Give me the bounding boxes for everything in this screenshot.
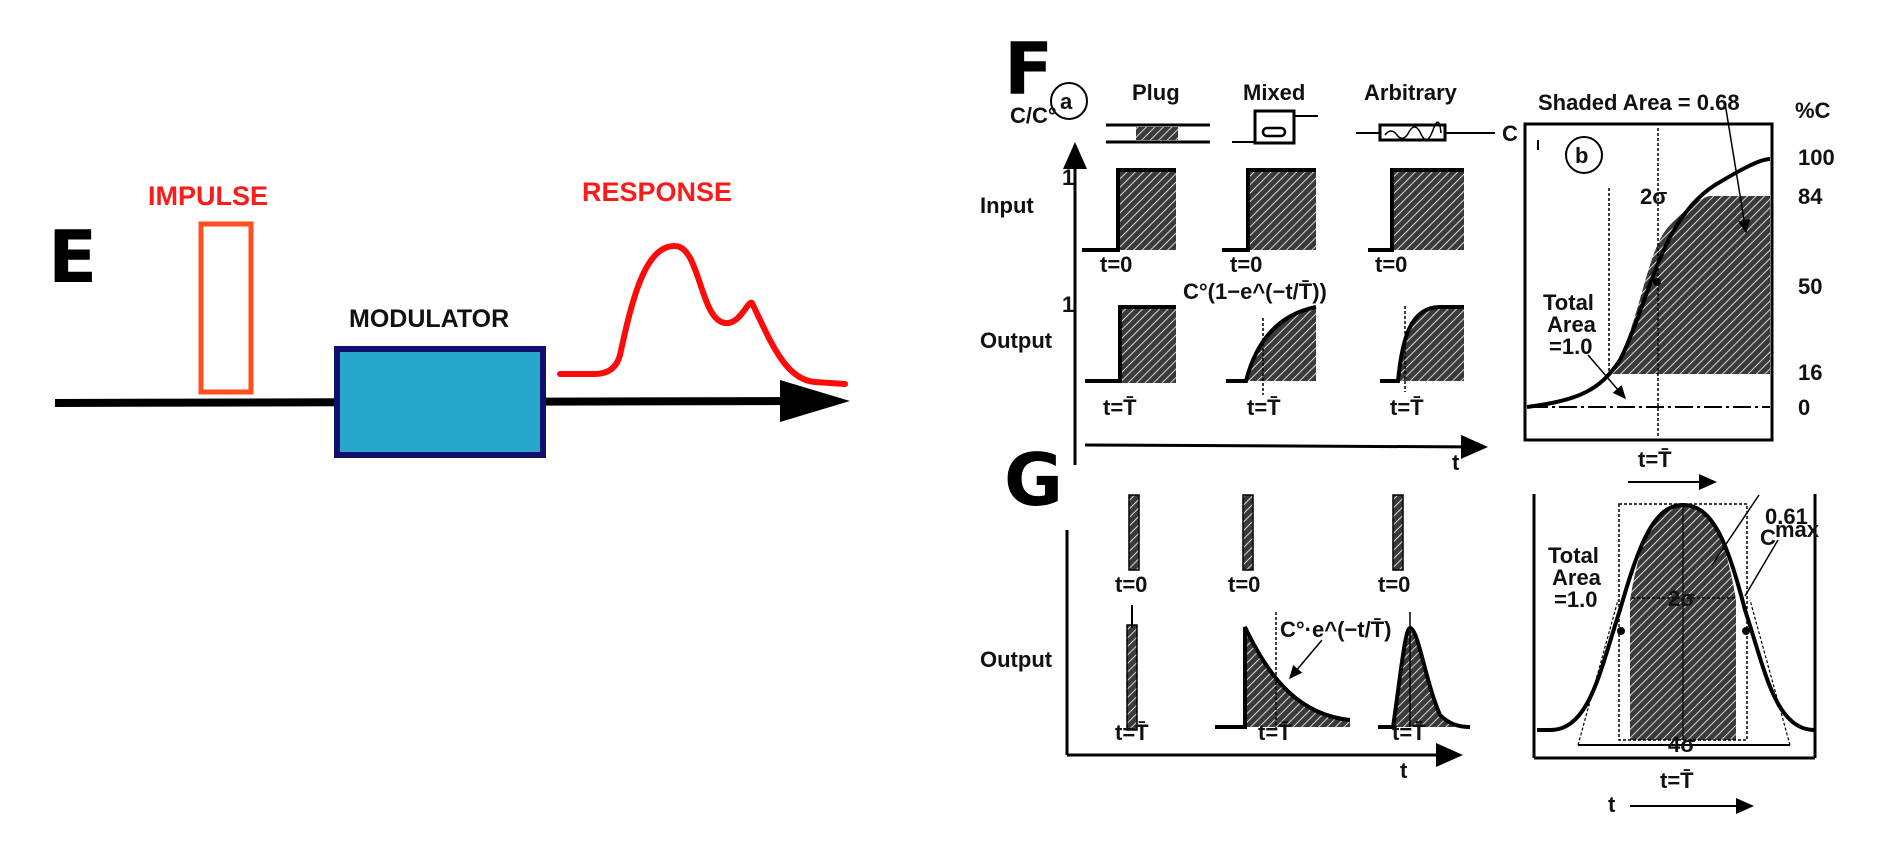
- panel-e-letter: E: [48, 215, 97, 299]
- sub-b-label: b: [1575, 143, 1588, 168]
- total-area-line3-g: =1.0: [1554, 587, 1597, 612]
- total-area-line1-b: Total: [1543, 290, 1594, 315]
- mixed-reactor-icon: [1232, 109, 1318, 145]
- cumulative-curve: [1526, 102, 1771, 438]
- two-sigma-label-b: 2σ: [1640, 184, 1667, 209]
- pct-tick-0: 0: [1798, 395, 1810, 420]
- g-subpanel-t-label: t: [1608, 792, 1616, 817]
- total-area-line3-b: =1.0: [1549, 334, 1592, 359]
- subpanel-b-tbar-label: t=T̄: [1638, 447, 1672, 472]
- mixed-impulse-input: [1242, 494, 1254, 571]
- g-plug-tbar-label: t=T̄: [1115, 720, 1149, 745]
- outlet-c-label: C: [1502, 121, 1518, 146]
- panel-e: E IMPULSE MODULATOR RESPONSE: [48, 177, 850, 458]
- mixed-output-formula: C°(1−e^(−t/T̄)): [1183, 279, 1327, 304]
- four-sigma-label: 4σ: [1668, 732, 1695, 757]
- tick-one-output: 1: [1062, 292, 1074, 317]
- g-mixed-tbar-label: t=T̄: [1258, 720, 1292, 745]
- plug-tbar-label: t=T̄: [1103, 395, 1137, 420]
- g-t-axis-label: t: [1400, 758, 1408, 783]
- sub-b-circle: [1565, 136, 1603, 174]
- column-arbitrary: Arbitrary: [1364, 80, 1458, 105]
- mixed-decay-formula: C°·e^(−t/T̄): [1280, 617, 1391, 642]
- g-row-output-label: Output: [980, 647, 1053, 672]
- impulse-pulse: [198, 221, 254, 395]
- pct-axis-label: %C: [1795, 98, 1831, 123]
- mixed-t0-label: t=0: [1230, 252, 1262, 277]
- plug-impulse-input: [1128, 494, 1140, 571]
- total-area-line2-g: Area: [1552, 565, 1602, 590]
- subpanel-b-frame: [1523, 122, 1774, 442]
- mixed-tbar-label: t=T̄: [1247, 395, 1281, 420]
- row-input-label: Input: [980, 193, 1034, 218]
- arbitrary-peak-curve: [1378, 612, 1471, 729]
- row-output-label: Output: [980, 328, 1053, 353]
- shaded-area-label: Shaded Area = 0.68: [1538, 90, 1740, 115]
- arbitrary-output-curve: [1380, 305, 1464, 392]
- g-plug-t0-label: t=0: [1115, 572, 1147, 597]
- f-t-axis: [1084, 434, 1488, 459]
- plug-flow-reactor-icon: [1106, 123, 1210, 144]
- g-mixed-t0-label: t=0: [1228, 572, 1260, 597]
- sub-a-circle: [1050, 82, 1088, 120]
- cmax-symbol: C: [1760, 525, 1776, 550]
- arbitrary-impulse-input: [1392, 494, 1404, 571]
- panel-g-letter: G: [1004, 438, 1063, 522]
- tick-one-input: 1: [1062, 165, 1074, 190]
- plug-input-step: [1082, 168, 1176, 252]
- y-axis-label: C/C°: [1010, 103, 1057, 128]
- f-t-axis-label: t: [1452, 450, 1460, 475]
- gaussian-curve: [1537, 494, 1816, 746]
- plug-impulse-output: [1126, 605, 1138, 731]
- g-arbitrary-tbar-label: t=T̄: [1392, 720, 1426, 745]
- mixed-output-curve: [1226, 305, 1317, 395]
- panel-f: F a Plug Mixed Arbitrary C C/C° 1 1: [980, 27, 1835, 490]
- total-area-line1-g: Total: [1548, 543, 1599, 568]
- mixed-decay-curve: [1215, 612, 1351, 730]
- sub-a-label: a: [1060, 89, 1073, 114]
- pct-tick-16: 16: [1798, 360, 1822, 385]
- cmax-subscript: max: [1775, 517, 1820, 542]
- plug-output-step: [1085, 305, 1176, 383]
- arbitrary-reactor-icon: [1356, 121, 1495, 142]
- g-arbitrary-t0-label: t=0: [1378, 572, 1410, 597]
- two-sigma-label-g: 2σ: [1668, 586, 1695, 611]
- response-curve: [557, 242, 848, 387]
- column-mixed: Mixed: [1243, 80, 1305, 105]
- column-plug: Plug: [1132, 80, 1180, 105]
- panel-f-letter: F: [1004, 27, 1053, 111]
- modulator-box: [334, 346, 546, 458]
- signal-axis-arrowhead-icon: [780, 380, 850, 422]
- arbitrary-tbar-label: t=T̄: [1390, 395, 1424, 420]
- impulse-label: IMPULSE: [148, 181, 268, 211]
- mixed-input-step: [1222, 168, 1316, 252]
- arbitrary-t0-label: t=0: [1375, 252, 1407, 277]
- response-label: RESPONSE: [582, 177, 732, 207]
- pct-tick-84: 84: [1798, 184, 1823, 209]
- panel-g: G t Output t=0 t=0 t=0 C°·e^(−t/T̄) t=T̄…: [980, 438, 1820, 817]
- arbitrary-input-step: [1368, 168, 1464, 252]
- g-subpanel-tbar-label: t=T̄: [1660, 768, 1694, 793]
- cmax-coefficient: 0.61: [1765, 504, 1808, 529]
- plug-t0-label: t=0: [1100, 252, 1132, 277]
- total-area-line2-b: Area: [1547, 312, 1597, 337]
- pct-tick-100: 100: [1798, 145, 1835, 170]
- pct-tick-50: 50: [1798, 274, 1822, 299]
- modulator-label: MODULATOR: [349, 305, 509, 333]
